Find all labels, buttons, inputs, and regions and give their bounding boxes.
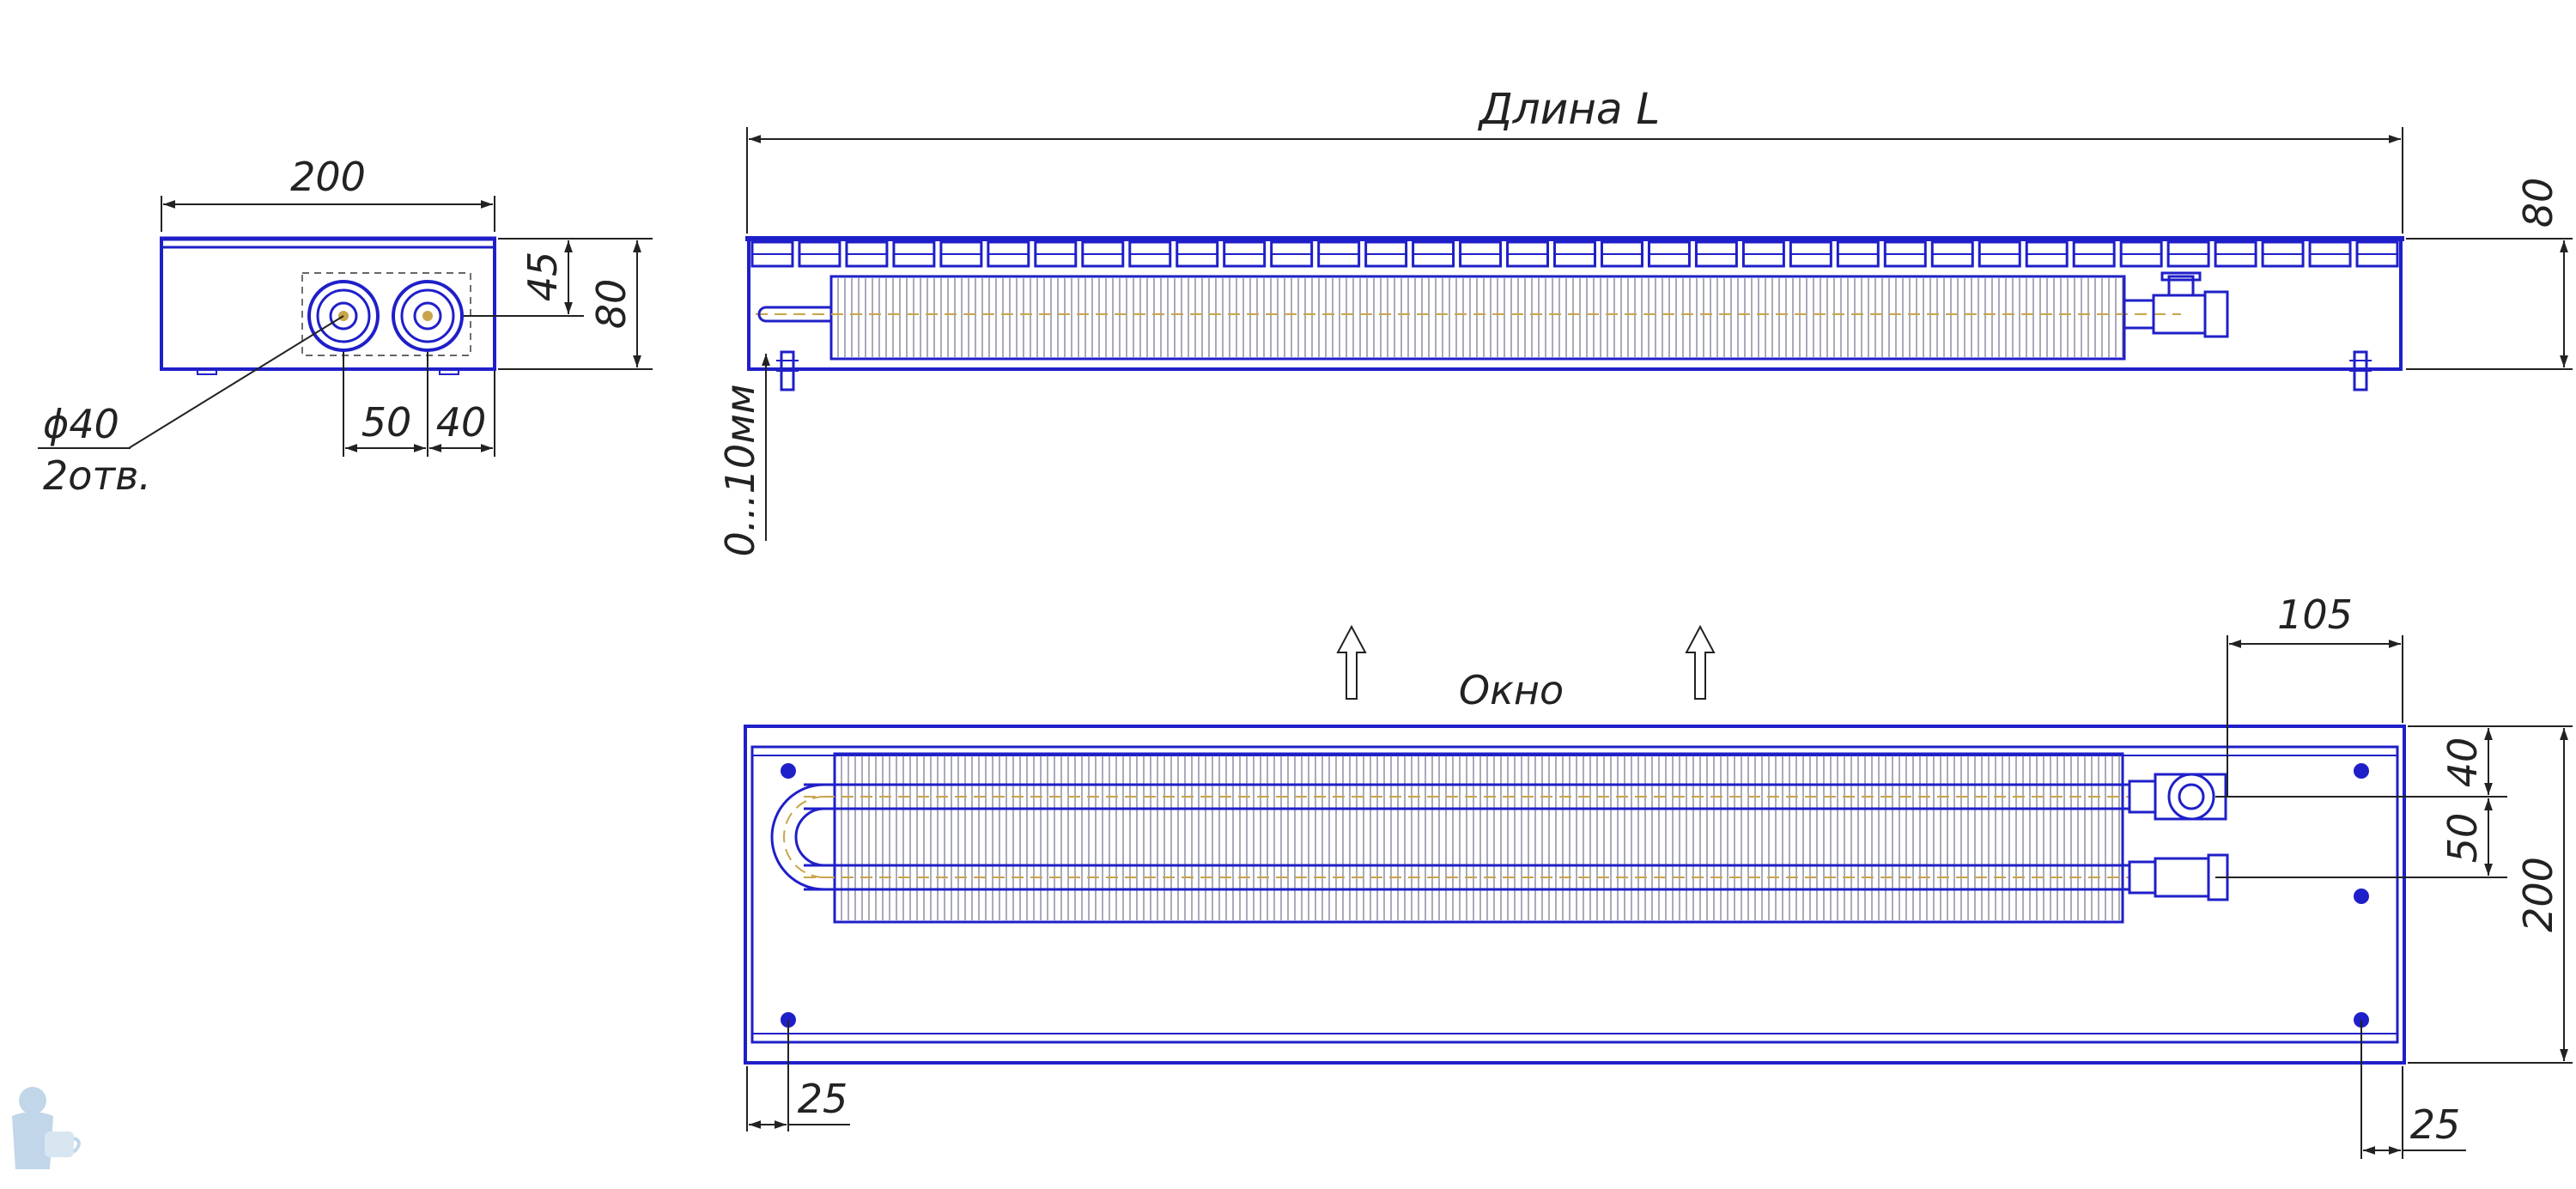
side-view-top-label: 45 [519, 252, 566, 302]
top-view-left-margin-label: 25 [798, 1076, 848, 1122]
side-view-spacing-label: 50 [361, 399, 412, 446]
front-view-adjust-label: 0...10мм [717, 384, 763, 556]
top-view-offset-label: 105 [2277, 591, 2353, 638]
side-view-bottom-dimensions: 50 40 [343, 352, 495, 457]
side-view: 200 80 45 50 40 ϕ40 [38, 154, 653, 499]
front-view-height-label: 80 [2515, 178, 2561, 228]
side-view-hole-right [392, 280, 464, 352]
front-view-grille [750, 240, 2399, 268]
side-view-width-label: 200 [290, 154, 366, 200]
side-view-hole-count-label: 2отв. [43, 452, 151, 499]
front-view-adjust-dimension: 0...10мм [717, 354, 770, 557]
window-arrow-right [1685, 624, 1716, 700]
top-view-left-margin-dimension: 25 [746, 1020, 850, 1131]
front-view-heat-exchanger-fins [829, 275, 2126, 361]
side-view-body [160, 236, 496, 375]
side-view-hole-left [307, 280, 380, 352]
top-view-right-margin-label: 25 [2410, 1101, 2461, 1148]
side-view-hole-diameter-label: ϕ40 [43, 401, 119, 447]
window-arrow-left [1336, 624, 1367, 700]
front-view-body [745, 236, 2404, 371]
top-view-upper-label: 40 [2439, 737, 2486, 788]
top-view-window-indicator: Окно [1336, 624, 1716, 713]
front-view-pipe [756, 306, 2181, 323]
top-view-offset-dimension: 105 [2227, 591, 2403, 797]
front-view-length-dimension: Длина L [746, 84, 2403, 234]
top-view-spacing-label: 50 [2439, 813, 2486, 864]
side-view-connection-box [301, 272, 471, 356]
side-view-hole-leader: ϕ40 2отв. [38, 315, 344, 499]
front-view-feet [776, 350, 2372, 391]
top-view-valves [2128, 773, 2229, 901]
top-view-heat-exchanger-fins [833, 752, 2124, 924]
front-view: Длина L 80 0...10мм [717, 84, 2573, 557]
top-view-depth-label: 200 [2515, 857, 2561, 932]
side-view-edge-label: 40 [436, 399, 487, 446]
mascot-logo-icon [12, 1087, 81, 1169]
top-view-mount-holes [781, 763, 2369, 1028]
top-view-right-margin-dimension: 25 [2360, 1020, 2466, 1159]
front-view-valve [2123, 271, 2229, 338]
top-view: Окно 105 40 50 200 [744, 591, 2573, 1159]
front-view-length-label: Длина L [1478, 84, 1661, 134]
side-view-height-dimension: 80 [498, 238, 653, 370]
side-view-height-label: 80 [588, 279, 635, 330]
top-view-window-label: Окно [1459, 667, 1564, 713]
side-view-top-dimension: 45 [464, 240, 584, 317]
side-view-width-dimension: 200 [161, 154, 495, 232]
top-view-pipes [770, 783, 2129, 891]
front-view-height-dimension: 80 [2406, 178, 2573, 370]
top-view-right-dimensions: 40 50 200 [2215, 725, 2573, 1064]
